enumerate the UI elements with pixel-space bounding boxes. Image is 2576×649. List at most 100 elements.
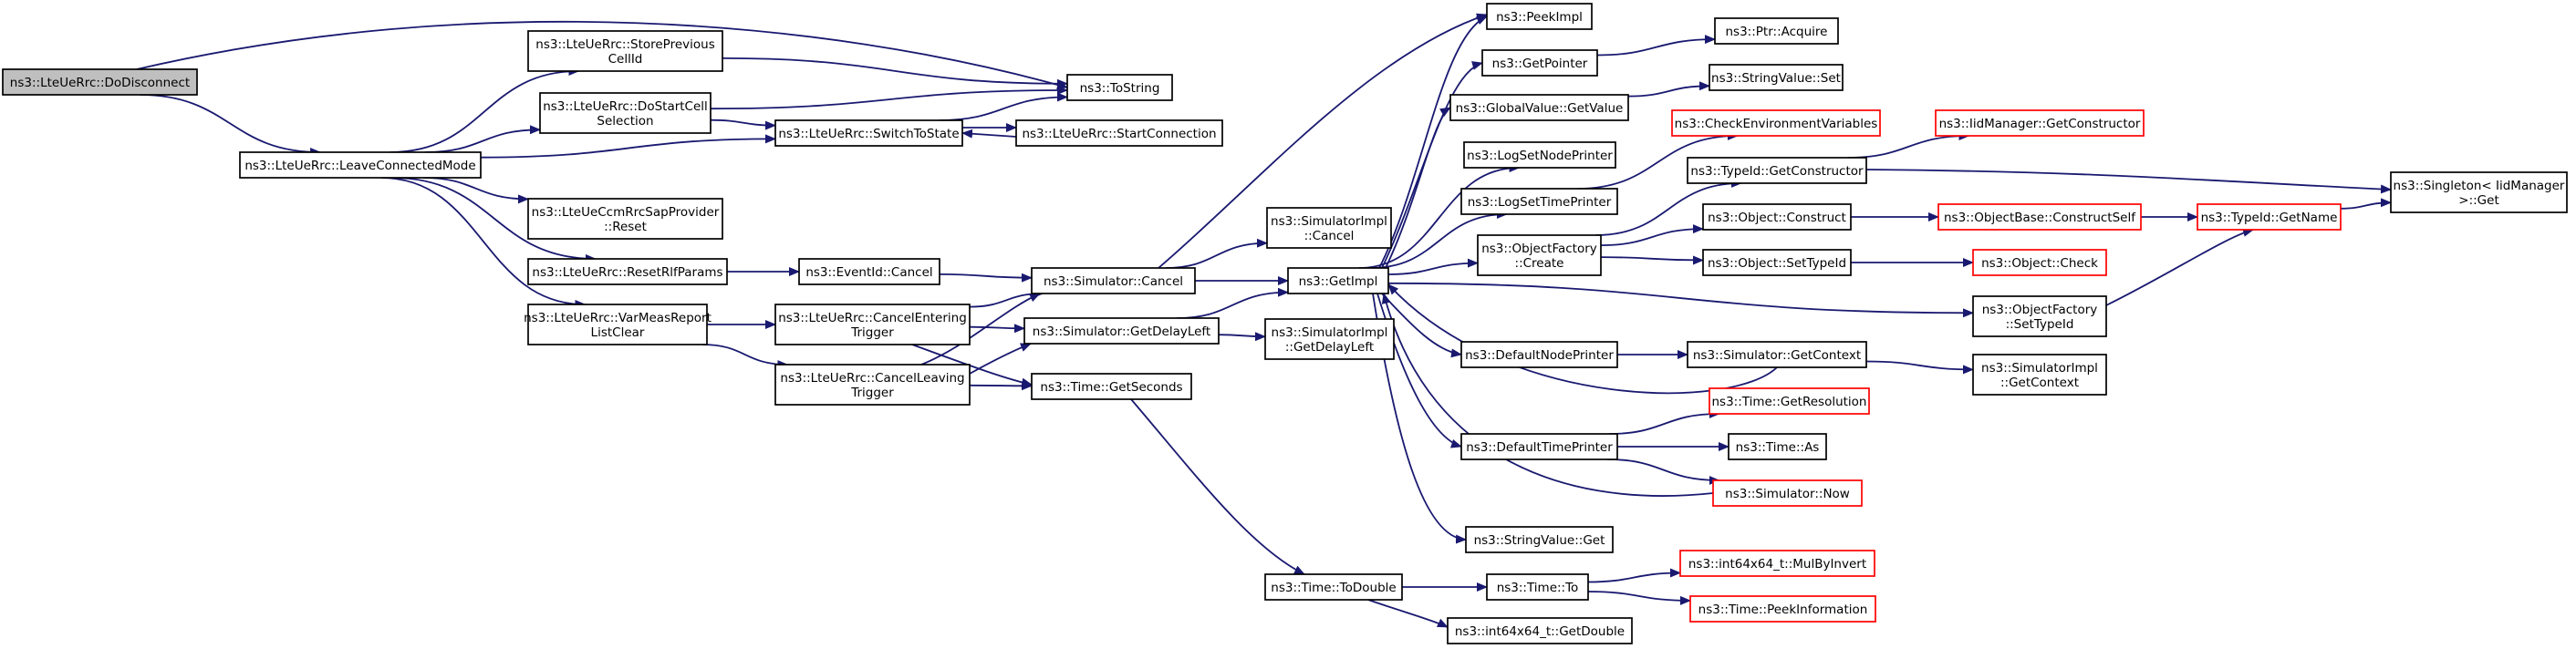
edge-path (1600, 255, 1704, 265)
node-default-node-printer[interactable]: ns3::DefaultNodePrinter (1460, 341, 1618, 368)
node-box (1264, 573, 1403, 601)
node-simulator-impl-get-delay-left[interactable]: ns3::SimulatorImpl::GetDelayLeft (1264, 318, 1395, 360)
node-box (527, 304, 708, 345)
node-box (1465, 526, 1614, 553)
node-box (1264, 318, 1395, 360)
node-label: ns3::Time::ToDouble (1271, 581, 1396, 595)
node-box (1486, 573, 1589, 601)
edge-get-impl-to-default-node-printer (1381, 293, 1462, 358)
node-time-get-seconds[interactable]: ns3::Time::GetSeconds (1031, 373, 1192, 400)
node-to-string[interactable]: ns3::ToString (1066, 74, 1173, 101)
node-label: ns3::GetPointer (1492, 57, 1588, 71)
node-event-id-cancel[interactable]: ns3::EventId::Cancel (798, 258, 940, 285)
edge-path (1595, 179, 1742, 236)
node-box (1671, 109, 1881, 137)
node-mul-by-invert[interactable]: ns3::int64x64_t::MulByInvert (1679, 550, 1875, 577)
node-log-set-node-printer[interactable]: ns3::LogSetNodePrinter (1463, 141, 1616, 169)
edge-path (1865, 360, 1974, 375)
edge-path (2105, 228, 2254, 306)
edge-simulator-get-context-to-simulator-impl-get-context (1865, 360, 1974, 375)
node-box (1687, 157, 1867, 184)
node-start-connection[interactable]: ns3::LteUeRrc::StartConnection (1015, 119, 1223, 147)
edge-path (1367, 599, 1449, 628)
edge-path (1847, 131, 1970, 159)
node-time-get-resolution[interactable]: ns3::Time::GetResolution (1709, 387, 1870, 415)
node-object-factory-set-type-id[interactable]: ns3::ObjectFactory::SetTypeId (1972, 295, 2107, 337)
node-object-construct[interactable]: ns3::Object::Construct (1702, 203, 1852, 231)
node-string-value-get[interactable]: ns3::StringValue::Get (1465, 526, 1614, 553)
node-singleton-get[interactable]: ns3::Singleton< IidManager >::Get (2390, 171, 2568, 213)
node-label: ns3::Singleton< IidManager (2394, 179, 2565, 193)
node-box (798, 258, 940, 285)
edge-path (140, 94, 322, 157)
node-box (527, 198, 723, 240)
node-ptr-acquire[interactable]: ns3::Ptr::Acquire (1714, 17, 1839, 45)
node-int64-get-double[interactable]: ns3::int64x64_t::GetDouble (1447, 617, 1633, 644)
node-time-to-double[interactable]: ns3::Time::ToDouble (1264, 573, 1403, 601)
node-type-id-get-name[interactable]: ns3::TypeId::GetName (2197, 203, 2342, 231)
node-box (1702, 203, 1852, 231)
node-simulator-get-context[interactable]: ns3::Simulator::GetContext (1687, 341, 1867, 368)
node-reset-rlf-params[interactable]: ns3::LteUeRrc::ResetRlfParams (527, 258, 728, 285)
node-time-to[interactable]: ns3::Time::To (1486, 573, 1589, 601)
node-global-value-get-value[interactable]: ns3::GlobalValue::GetValue (1449, 94, 1629, 121)
node-do-disconnect[interactable]: ns3::LteUeRrc::DoDisconnect (2, 68, 198, 96)
node-label: ns3::ObjectBase::ConstructSelf (1944, 211, 2136, 225)
edge-path (1865, 169, 2392, 194)
node-iid-manager-get-constructor[interactable]: ns3::IidManager::GetConstructor (1935, 109, 2145, 137)
edge-path (1387, 283, 1778, 395)
edge-cancel-entering-trigger-to-simulator-get-delay-left (969, 324, 1025, 334)
node-label: ns3::Simulator::GetDelayLeft (1033, 324, 1210, 339)
node-box (1477, 234, 1602, 276)
node-switch-to-state[interactable]: ns3::LteUeRrc::SwitchToState (774, 119, 963, 147)
node-label: ::GetContext (2000, 376, 2079, 390)
node-type-id-get-constructor[interactable]: ns3::TypeId::GetConstructor (1687, 157, 1867, 184)
node-leave-connected-mode[interactable]: ns3::LteUeRrc::LeaveConnectedMode (239, 151, 482, 179)
edge-default-time-printer-to-simulator-now (1607, 458, 1720, 485)
edge-path (480, 134, 776, 159)
node-simulator-impl-cancel[interactable]: ns3::SimulatorImpl::Cancel (1266, 207, 1392, 249)
node-label: ListClear (591, 325, 645, 340)
edge-path (969, 324, 1025, 334)
node-object-factory-create[interactable]: ns3::ObjectFactory::Create (1477, 234, 1602, 276)
node-get-impl[interactable]: ns3::GetImpl (1287, 267, 1389, 294)
node-label: ns3::Simulator::Cancel (1044, 274, 1183, 289)
node-label: ns3::PeekImpl (1496, 10, 1583, 25)
edge-path (2340, 198, 2392, 210)
node-label: ns3::LogSetNodePrinter (1467, 149, 1613, 163)
node-get-pointer[interactable]: ns3::GetPointer (1481, 49, 1598, 77)
node-box (1460, 188, 1618, 215)
edge-object-factory-create-to-type-id-get-constructor (1595, 179, 1742, 236)
node-label: ns3::StringValue::Set (1711, 71, 1841, 86)
node-simulator-now[interactable]: ns3::Simulator::Now (1712, 479, 1863, 507)
node-label: ns3::LteUeRrc::ResetRlfParams (532, 265, 722, 280)
node-object-set-type-id[interactable]: ns3::Object::SetTypeId (1702, 249, 1852, 276)
node-object-check[interactable]: ns3::Object::Check (1972, 249, 2107, 276)
node-label: ns3::Object::Construct (1708, 211, 1846, 225)
node-layer: ns3::LteUeRrc::DoDisconnectns3::LteUeRrc… (2, 3, 2568, 644)
node-object-base-construct-self[interactable]: ns3::ObjectBase::ConstructSelf (1937, 203, 2142, 231)
edge-leave-connected-mode-to-do-start-cell-selection (425, 125, 541, 153)
node-ccm-rrc-sap-reset[interactable]: ns3::LteUeCcmRrcSapProvider::Reset (527, 198, 723, 240)
node-default-time-printer[interactable]: ns3::DefaultTimePrinter (1460, 433, 1618, 460)
node-simulator-impl-get-context[interactable]: ns3::SimulatorImpl::GetContext (1972, 354, 2107, 396)
node-check-environment-variables[interactable]: ns3::CheckEnvironmentVariables (1671, 109, 1881, 137)
node-log-set-time-printer[interactable]: ns3::LogSetTimePrinter (1460, 188, 1618, 215)
node-simulator-get-delay-left[interactable]: ns3::Simulator::GetDelayLeft (1023, 317, 1220, 345)
node-box (1728, 433, 1827, 460)
node-peek-information[interactable]: ns3::Time::PeekInformation (1689, 595, 1876, 623)
node-string-value-set[interactable]: ns3::StringValue::Set (1709, 64, 1844, 91)
edge-leave-connected-mode-to-ccm-rrc-sap-reset (422, 177, 529, 204)
edge-simulator-cancel-to-simulator-impl-cancel (1165, 238, 1268, 269)
node-simulator-cancel[interactable]: ns3::Simulator::Cancel (1031, 267, 1196, 294)
node-peek-impl[interactable]: ns3::PeekImpl (1486, 3, 1593, 30)
edge-path (1587, 591, 1691, 605)
edge-time-to-to-peek-information (1587, 591, 1691, 605)
node-time-as[interactable]: ns3::Time::As (1728, 433, 1827, 460)
node-box (1023, 317, 1220, 345)
